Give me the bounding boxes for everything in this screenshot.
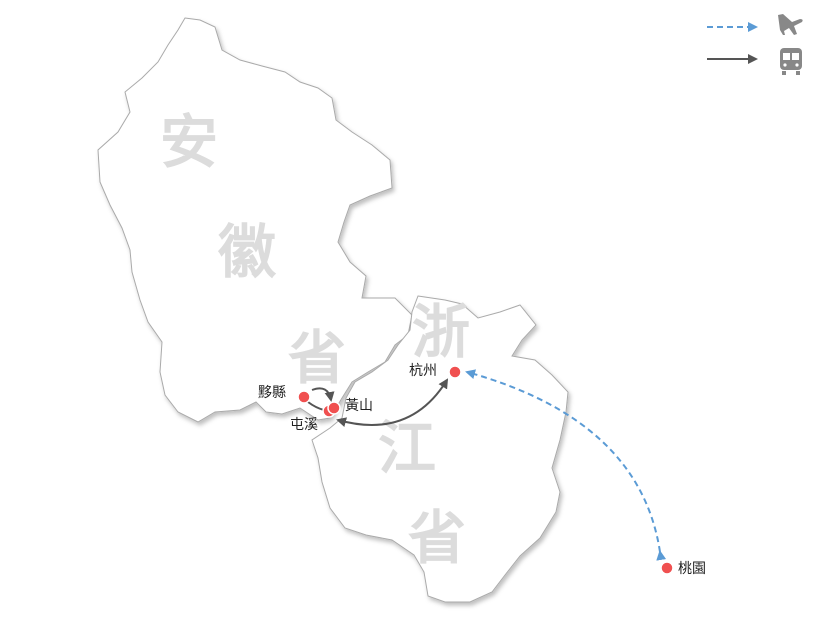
city-label-yixian: 黟縣 [258, 385, 286, 401]
flight-route-hangzhou-taoyuan[interactable] [465, 369, 667, 561]
province-char: 安 [160, 108, 218, 176]
bus-icon [780, 48, 802, 75]
province-char: 省 [288, 324, 346, 392]
anhui-label: 安 徽 省 [160, 108, 346, 392]
city-label-tunxi: 屯溪 [290, 417, 318, 433]
legend-flight[interactable] [707, 14, 803, 35]
legend-bus[interactable] [707, 48, 802, 75]
city-marker-huangshan[interactable] [327, 401, 341, 415]
city-label-hangzhou: 杭州 [409, 363, 437, 379]
city-marker-hangzhou[interactable] [448, 365, 462, 379]
province-char: 徽 [217, 218, 277, 286]
city-marker-taoyuan[interactable] [660, 561, 674, 575]
legend [707, 14, 803, 75]
city-marker-yixian[interactable] [297, 390, 311, 404]
city-label-huangshan: 黃山 [345, 398, 373, 414]
bus-route-hangzhou-tunxi[interactable] [336, 378, 449, 427]
province-char: 浙 [412, 298, 470, 366]
bus-route-yixian-huangshan[interactable] [311, 387, 335, 402]
city-markers [297, 365, 674, 575]
province-char: 省 [408, 504, 466, 572]
airplane-icon [778, 14, 803, 35]
city-label-taoyuan: 桃園 [678, 561, 706, 577]
